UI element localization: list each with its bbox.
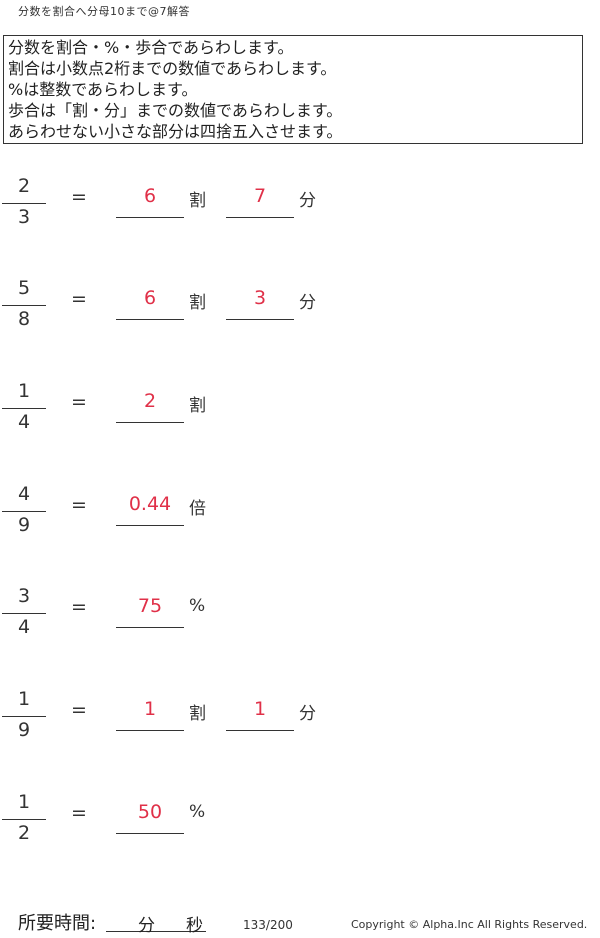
denominator: 9 <box>17 719 31 741</box>
answer-1: 6 <box>143 287 157 309</box>
answer-1: 50 <box>137 801 163 823</box>
numerator: 1 <box>17 688 31 710</box>
answer-1: 1 <box>143 698 157 720</box>
time-blank[interactable] <box>106 909 206 932</box>
problem-5: 3 4 = 75 % <box>0 582 600 662</box>
answer-blank-2[interactable] <box>226 319 294 320</box>
problem-2: 5 8 = 6 割 3 分 <box>0 274 600 354</box>
instruction-line: 分数を割合・%・歩合であらわします。 <box>8 38 294 57</box>
answer-blank-2[interactable] <box>226 730 294 731</box>
denominator: 9 <box>17 514 31 536</box>
minutes-label: 分 <box>138 916 155 936</box>
answer-blank-1[interactable] <box>116 422 184 423</box>
fraction-bar <box>2 203 46 204</box>
numerator: 4 <box>17 483 31 505</box>
unit-1: % <box>189 596 206 616</box>
instruction-line: あらわせない小さな部分は四捨五入させます。 <box>8 122 343 141</box>
instruction-line: 歩合は「割・分」までの数値であらわします。 <box>8 101 343 120</box>
denominator: 2 <box>17 822 31 844</box>
answer-blank-1[interactable] <box>116 525 184 526</box>
unit-2: 分 <box>299 191 316 211</box>
answer-blank-1[interactable] <box>116 319 184 320</box>
answer-2: 3 <box>253 287 267 309</box>
numerator: 1 <box>17 380 31 402</box>
unit-1: 割 <box>189 396 206 416</box>
page-title: 分数を割合へ分母10まで@7解答 <box>18 5 190 18</box>
answer-1: 75 <box>137 595 163 617</box>
equals-sign: = <box>71 186 87 208</box>
unit-1: 割 <box>189 704 206 724</box>
answer-1: 2 <box>143 390 157 412</box>
numerator: 3 <box>17 585 31 607</box>
answer-blank-1[interactable] <box>116 730 184 731</box>
answer-1: 6 <box>143 185 157 207</box>
numerator: 5 <box>17 277 31 299</box>
problem-1: 2 3 = 6 割 7 分 <box>0 172 600 252</box>
problem-7: 1 2 = 50 % <box>0 788 600 868</box>
fraction-bar <box>2 305 46 306</box>
denominator: 4 <box>17 616 31 638</box>
answer-blank-1[interactable] <box>116 217 184 218</box>
equals-sign: = <box>71 802 87 824</box>
fraction-bar <box>2 716 46 717</box>
unit-1: 割 <box>189 191 206 211</box>
unit-1: % <box>189 802 206 822</box>
answer-blank-1[interactable] <box>116 627 184 628</box>
equals-sign: = <box>71 391 87 413</box>
equals-sign: = <box>71 699 87 721</box>
fraction-bar <box>2 819 46 820</box>
equals-sign: = <box>71 494 87 516</box>
unit-1: 倍 <box>189 499 206 519</box>
answer-2: 1 <box>253 698 267 720</box>
fraction-bar <box>2 613 46 614</box>
numerator: 1 <box>17 791 31 813</box>
instructions-box: 分数を割合・%・歩合であらわします。 割合は小数点2桁までの数値であらわします。… <box>3 35 583 144</box>
denominator: 8 <box>17 308 31 330</box>
copyright: Copyright © Alpha.Inc All Rights Reserve… <box>351 918 588 931</box>
unit-2: 分 <box>299 293 316 313</box>
problem-6: 1 9 = 1 割 1 分 <box>0 685 600 765</box>
denominator: 3 <box>17 206 31 228</box>
instruction-line: %は整数であらわします。 <box>8 80 198 99</box>
answer-blank-1[interactable] <box>116 833 184 834</box>
page-number: 133/200 <box>243 918 293 932</box>
seconds-label: 秒 <box>186 916 203 936</box>
equals-sign: = <box>71 596 87 618</box>
answer-1: 0.44 <box>128 493 172 515</box>
fraction-bar <box>2 408 46 409</box>
answer-blank-2[interactable] <box>226 217 294 218</box>
equals-sign: = <box>71 288 87 310</box>
time-label: 所要時間: <box>18 913 97 934</box>
problem-4: 4 9 = 0.44 倍 <box>0 480 600 560</box>
answer-2: 7 <box>253 185 267 207</box>
problem-3: 1 4 = 2 割 <box>0 377 600 457</box>
fraction-bar <box>2 511 46 512</box>
unit-2: 分 <box>299 704 316 724</box>
unit-1: 割 <box>189 293 206 313</box>
numerator: 2 <box>17 175 31 197</box>
denominator: 4 <box>17 411 31 433</box>
instruction-line: 割合は小数点2桁までの数値であらわします。 <box>8 59 337 78</box>
